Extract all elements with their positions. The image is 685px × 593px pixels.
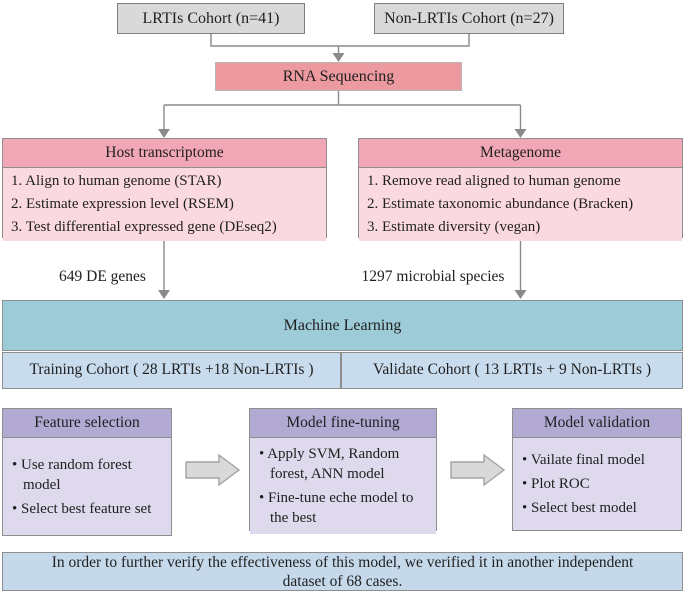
arrowhead-icon [514, 129, 527, 138]
rna-sequencing-box: RNA Sequencing [215, 62, 462, 91]
validate-cohort-box: Validate Cohort ( 13 LRTIs + 9 Non-LRTIs… [341, 352, 683, 389]
footer-note-line1: In order to further verify the effective… [51, 553, 634, 571]
model-validation-header: Model validation [513, 409, 681, 438]
arrowhead-icon [158, 290, 170, 299]
arrowhead-icon [158, 129, 170, 138]
non-lrtis-cohort-label: Non-LRTIs Cohort (n=27) [384, 9, 554, 27]
block-arrow-right-icon [450, 453, 506, 487]
stage-bullet: • Vailate final model [522, 452, 645, 468]
rna-split-connector [163, 91, 522, 130]
de-genes-edge-label: 649 DE genes [59, 268, 146, 285]
microbial-species-edge-label: 1297 microbial species [361, 268, 505, 285]
arrowhead-icon [514, 290, 527, 299]
metagenome-body: 1. Remove read aligned to human genome 2… [359, 168, 682, 241]
model-fine-tuning-body: • Apply SVM, Random forest, ANN model • … [250, 438, 436, 534]
training-cohort-box: Training Cohort ( 28 LRTIs +18 Non-LRTIs… [2, 352, 341, 389]
model-fine-tuning-panel: Model fine-tuning • Apply SVM, Random fo… [249, 408, 437, 534]
validate-cohort-label: Validate Cohort ( 13 LRTIs + 9 Non-LRTIs… [372, 361, 652, 379]
metagenome-title: Metagenome [480, 144, 561, 161]
top-merge-connector [210, 33, 470, 54]
footer-note-line2: dataset of 68 cases. [282, 572, 403, 590]
stage-bullet: • Select best model [522, 500, 637, 516]
arrowhead-icon [332, 53, 345, 62]
model-validation-title: Model validation [543, 414, 651, 431]
host-step: 2. Estimate expression level (RSEM) [11, 196, 234, 212]
model-validation-body: • Vailate final model • Plot ROC • Selec… [513, 438, 681, 530]
machine-learning-label: Machine Learning [283, 316, 402, 334]
host-step: 3. Test differential expressed gene (DEs… [11, 219, 277, 235]
metagenome-panel: Metagenome 1. Remove read aligned to hum… [358, 138, 683, 241]
metagenome-step: 3. Estimate diversity (vegan) [367, 219, 541, 235]
feature-selection-panel: Feature selection • Use random forest mo… [2, 408, 172, 536]
metagenome-header: Metagenome [359, 139, 682, 168]
lrtis-cohort-box: LRTIs Cohort (n=41) [117, 3, 305, 34]
feature-selection-body: • Use random forest model • Select best … [3, 438, 171, 535]
block-arrow-right-icon [185, 453, 241, 487]
stage-bullet: • Select best feature set [12, 500, 152, 517]
stage-bullet: • Fine-tune eche model to the best [259, 490, 414, 526]
stage-bullet: • Use random forest model [12, 456, 132, 493]
footer-note-box: In order to further verify the effective… [2, 552, 683, 591]
metagenome-step: 2. Estimate taxonomic abundance (Bracken… [367, 196, 634, 212]
machine-learning-box: Machine Learning [2, 300, 683, 351]
stage-bullet: • Apply SVM, Random forest, ANN model [259, 446, 400, 482]
rna-sequencing-label: RNA Sequencing [282, 67, 395, 85]
host-transcriptome-title: Host transcriptome [105, 144, 224, 161]
host-transcriptome-body: 1. Align to human genome (STAR) 2. Estim… [3, 168, 326, 241]
stage-bullet: • Plot ROC [522, 476, 590, 492]
non-lrtis-cohort-box: Non-LRTIs Cohort (n=27) [374, 3, 564, 34]
host-step: 1. Align to human genome (STAR) [11, 173, 222, 189]
model-fine-tuning-header: Model fine-tuning [250, 409, 436, 438]
training-cohort-label: Training Cohort ( 28 LRTIs +18 Non-LRTIs… [29, 361, 314, 379]
host-transcriptome-panel: Host transcriptome 1. Align to human gen… [2, 138, 327, 241]
metagenome-step: 1. Remove read aligned to human genome [367, 173, 621, 189]
lrtis-cohort-label: LRTIs Cohort (n=41) [142, 9, 280, 27]
feature-selection-title: Feature selection [34, 414, 140, 431]
feature-selection-header: Feature selection [3, 409, 171, 438]
model-fine-tuning-title: Model fine-tuning [286, 414, 400, 431]
host-transcriptome-header: Host transcriptome [3, 139, 326, 168]
model-validation-panel: Model validation • Vailate final model •… [512, 408, 682, 531]
